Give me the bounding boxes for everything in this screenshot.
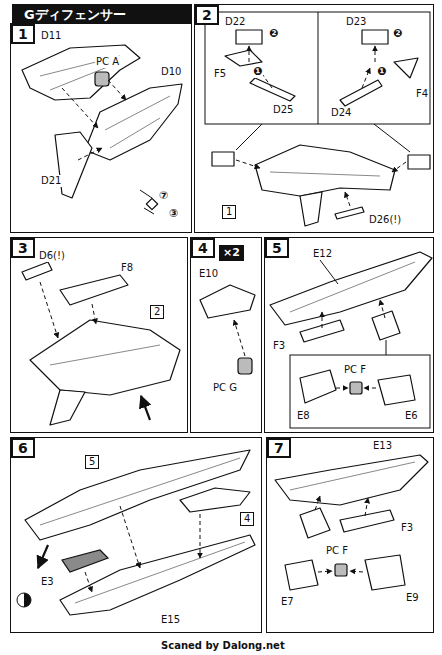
part-label: F3 <box>400 522 414 534</box>
part-label: D23 <box>345 16 367 28</box>
step3-parts <box>22 262 180 425</box>
watermark: Scaned by Dalong.net <box>160 640 286 652</box>
quantity-text: ×2 <box>219 245 244 261</box>
assembly-reference: 2 <box>150 305 164 319</box>
part-label: D24 <box>330 107 352 119</box>
part-label: D25 <box>272 104 294 116</box>
assembly-reference: 5 <box>85 455 99 469</box>
step-panel: 3 <box>10 237 188 433</box>
step1-parts <box>22 45 182 214</box>
part-label: F3 <box>272 340 286 352</box>
step2-parts <box>205 12 430 226</box>
order-mark: ❶ <box>376 66 387 78</box>
step4-parts <box>200 285 255 374</box>
part-label: E7 <box>280 596 295 608</box>
order-mark: ③ <box>168 208 179 220</box>
step7-parts <box>275 455 428 590</box>
part-label: D10 <box>160 66 182 78</box>
part-label: PC F <box>325 545 349 557</box>
step-panel: 5 <box>264 237 434 433</box>
part-label: E8 <box>296 410 311 422</box>
part-label: D21 <box>40 175 62 187</box>
part-label: D11 <box>40 30 62 42</box>
part-label: PC G <box>212 382 238 394</box>
order-mark: ⑦ <box>158 190 169 202</box>
part-label: PC A <box>95 56 120 68</box>
step5-parts <box>270 252 432 428</box>
step-number: 1 <box>11 24 35 44</box>
part-label: E9 <box>405 592 420 604</box>
step-number: 7 <box>267 438 291 458</box>
part-label: E10 <box>198 268 219 280</box>
step-number: 4 <box>191 238 215 258</box>
assembly-reference: 1 <box>222 205 236 219</box>
step-number: 5 <box>265 238 289 258</box>
order-mark: ❷ <box>268 28 279 40</box>
part-label: PC F <box>343 364 367 376</box>
step-panel: 4×2 <box>190 237 262 433</box>
step-number: 2 <box>195 5 219 25</box>
step-number: 6 <box>11 438 35 458</box>
order-mark: ❶ <box>252 66 263 78</box>
part-label: F4 <box>415 88 429 100</box>
part-label: E13 <box>372 440 393 452</box>
part-label: F5 <box>213 68 227 80</box>
part-label: E15 <box>160 614 181 626</box>
step6-parts <box>17 450 255 615</box>
step-panel: 6 <box>10 437 262 633</box>
part-label: E6 <box>404 410 419 422</box>
title-text: Gディフェンサー <box>24 7 126 22</box>
part-label: E3 <box>40 576 55 588</box>
part-label: F8 <box>120 262 134 274</box>
part-label: D26(!) <box>368 214 402 226</box>
assembly-reference: 4 <box>240 512 254 526</box>
quantity-badge: ×2 <box>219 241 244 257</box>
part-label: D22 <box>224 16 246 28</box>
order-mark: ❷ <box>392 28 403 40</box>
step-number: 3 <box>11 238 35 258</box>
part-label: D6(!) <box>38 250 66 262</box>
part-label: E12 <box>312 248 333 260</box>
title-bar: Gディフェンサー <box>12 4 192 23</box>
